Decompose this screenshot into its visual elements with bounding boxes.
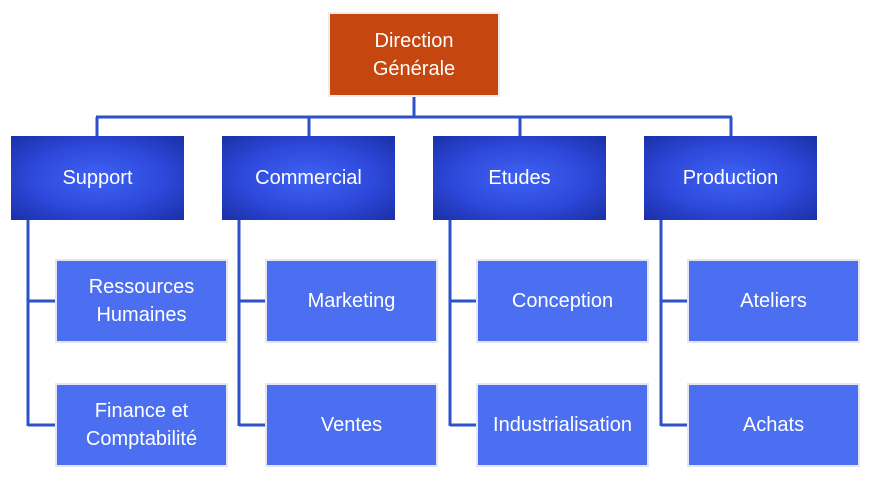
- node-ateliers: Ateliers: [687, 259, 860, 343]
- node-direction-generale: Direction Générale: [328, 12, 500, 97]
- node-commercial: Commercial: [222, 136, 395, 220]
- node-conception: Conception: [476, 259, 649, 343]
- node-ventes: Ventes: [265, 383, 438, 467]
- node-production: Production: [644, 136, 817, 220]
- node-ressources-humaines: Ressources Humaines: [55, 259, 228, 343]
- node-industrialisation: Industrialisation: [476, 383, 649, 467]
- node-etudes: Etudes: [433, 136, 606, 220]
- node-achats: Achats: [687, 383, 860, 467]
- node-support: Support: [11, 136, 184, 220]
- node-marketing: Marketing: [265, 259, 438, 343]
- node-finance-comptabilite: Finance et Comptabilité: [55, 383, 228, 467]
